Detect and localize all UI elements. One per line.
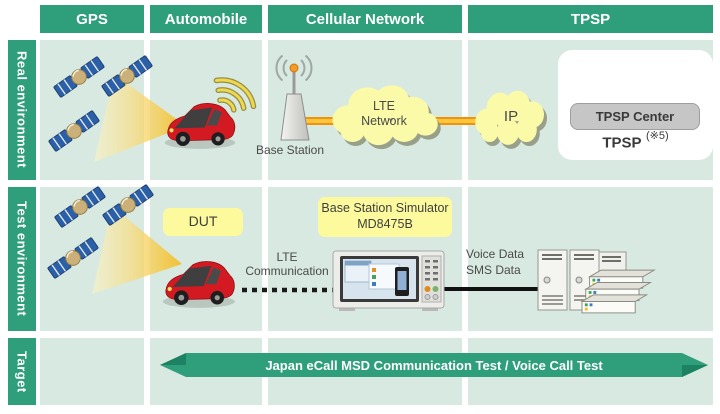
beam-icon [94, 74, 186, 162]
simulator-label-line1: Base Station Simulator [321, 201, 449, 216]
column-header-label: Automobile [164, 10, 248, 28]
row-header-target: Target [8, 338, 36, 405]
simulator-label-line2: MD8475B [357, 217, 413, 231]
target-arrow-label: Japan eCall MSD Communication Test / Voi… [265, 357, 603, 373]
column-header-gps: GPS [40, 5, 144, 33]
column-header-tpsp: TPSP [468, 5, 713, 33]
ip-cloud-label: IP [503, 108, 519, 125]
arrow-icon [160, 353, 708, 377]
satellite-icon [47, 108, 101, 154]
dut-label: DUT [163, 208, 243, 236]
satellite-icon [53, 184, 107, 230]
lte-communication-line1: LTE [276, 250, 298, 264]
grid-cell [40, 338, 144, 405]
tpsp-center-label: TPSP Center [595, 109, 675, 124]
tpsp-center-pill: TPSP Center [570, 103, 700, 130]
voice-data-line: Voice Data [466, 247, 525, 261]
base-station-icon [275, 54, 313, 141]
cloud-icon [475, 90, 547, 149]
simulator-icon [332, 250, 445, 311]
signal-arcs-icon [213, 77, 257, 113]
column-header-label: GPS [76, 10, 108, 28]
row-header-label: Test environment [14, 201, 30, 317]
simulator-label: Base Station Simulator MD8475B [318, 197, 452, 237]
row-header-test-environment: Test environment [8, 187, 36, 331]
base-station-label: Base Station [255, 143, 325, 157]
satellite-icon [46, 235, 100, 281]
cloud-icon [332, 85, 441, 150]
lte-cloud-line2: Network [361, 114, 407, 128]
satellite-icon [52, 54, 106, 100]
column-header-label: TPSP [570, 10, 611, 28]
car-icon [162, 261, 236, 309]
row-header-label: Target [14, 350, 30, 393]
car-icon [164, 102, 236, 150]
tpsp-footnote: (※5) [645, 130, 669, 142]
column-header-label: Cellular Network [305, 10, 425, 28]
tpsp-name: TPSP (※5) [558, 130, 713, 152]
server-icon [537, 249, 656, 314]
lte-cloud-line1: LTE [373, 99, 395, 113]
lte-communication-line2: Communication [245, 264, 329, 279]
column-header-cellular-network: Cellular Network [268, 5, 462, 33]
lte-cloud-label: LTE Network [344, 99, 424, 129]
row-header-label: Real environment [14, 51, 30, 169]
dut-label-text: DUT [188, 213, 218, 230]
lte-communication-label: LTE Communication [240, 250, 334, 279]
tpsp-name-text: TPSP [602, 134, 642, 152]
voice-sms-label: Voice Data SMS Data [466, 246, 536, 278]
column-header-automobile: Automobile [150, 5, 262, 33]
row-header-real-environment: Real environment [8, 40, 36, 180]
orange-link [303, 117, 480, 125]
sms-data-line: SMS Data [466, 263, 521, 278]
beam-icon [92, 206, 182, 294]
